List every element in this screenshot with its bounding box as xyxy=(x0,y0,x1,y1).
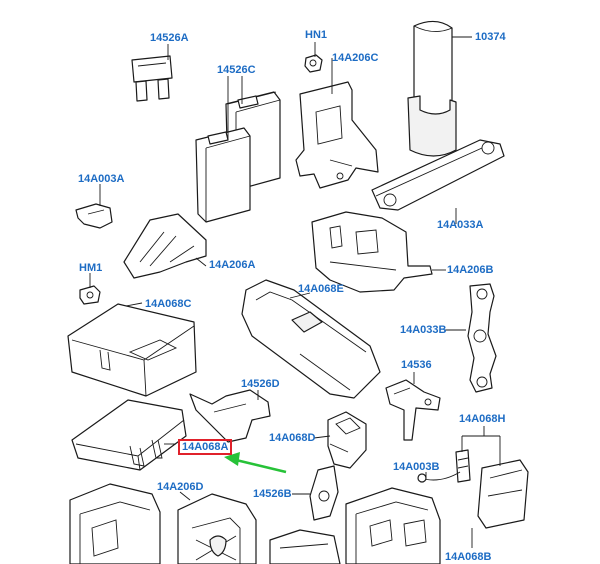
box-14A068B xyxy=(345,487,441,564)
nut-HN1 xyxy=(304,54,323,73)
busbar-14A033B xyxy=(467,283,497,393)
link-14526B xyxy=(309,465,339,521)
connector-bottom-middle xyxy=(269,529,341,564)
label-10374: 10374 xyxy=(475,31,506,43)
cover-14A068C xyxy=(67,303,197,397)
bracket-14526D xyxy=(189,389,271,443)
label-14526B: 14526B xyxy=(253,488,292,500)
label-14A206C: 14A206C xyxy=(332,52,379,64)
parts-14A068H xyxy=(455,449,529,529)
label-14A068H: 14A068H xyxy=(459,413,506,425)
pointer-arrow xyxy=(224,452,287,474)
bracket-14A206B xyxy=(311,211,433,293)
label-14A033B: 14A033B xyxy=(400,324,447,336)
label-14A206D: 14A206D xyxy=(157,481,204,493)
label-HN1: HN1 xyxy=(305,29,328,41)
relay-bracket-14536 xyxy=(385,379,441,441)
stud-HM1 xyxy=(79,285,101,305)
busbar-14A033A xyxy=(371,139,505,211)
label-14526D: 14526D xyxy=(241,378,280,390)
blade-fuse-14526A xyxy=(131,55,173,102)
leader-lines xyxy=(89,36,501,548)
label-14A033A: 14A033A xyxy=(437,219,484,231)
bracket-14A206C xyxy=(295,81,379,189)
label-14A003B: 14A003B xyxy=(393,461,440,473)
sleeve-10374 xyxy=(407,20,457,157)
label-14A206B: 14A206B xyxy=(447,264,494,276)
cover-14A068E xyxy=(241,279,381,399)
label-14526C: 14526C xyxy=(217,64,256,76)
bracket-14A206D xyxy=(177,493,257,564)
cover-14A068A xyxy=(71,399,187,471)
fuse-box-bottom-left xyxy=(69,483,161,564)
bracket-14A206A xyxy=(123,213,207,279)
clip-14A003A xyxy=(75,203,113,229)
label-14A003A: 14A003A xyxy=(78,173,125,185)
label-14A068A-highlighted: 14A068A xyxy=(178,439,233,455)
label-14A068C: 14A068C xyxy=(145,298,192,310)
cover-14A068D xyxy=(327,411,367,469)
label-14A068B: 14A068B xyxy=(445,551,492,563)
label-14A206A: 14A206A xyxy=(209,259,256,271)
label-14536: 14536 xyxy=(401,359,432,371)
label-14A068E: 14A068E xyxy=(298,283,344,295)
label-14A068D: 14A068D xyxy=(269,432,316,444)
label-HM1: HM1 xyxy=(79,262,103,274)
label-14526A: 14526A xyxy=(150,32,189,44)
maxi-fuses-14526C xyxy=(195,91,281,223)
